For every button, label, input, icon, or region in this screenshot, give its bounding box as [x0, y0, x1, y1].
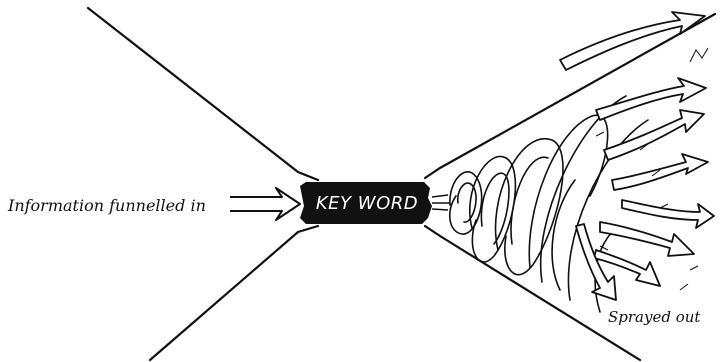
- input-label: Information funnelled in: [8, 196, 206, 215]
- exit-stream: [432, 195, 450, 210]
- spray-arrow-icon: [612, 154, 708, 190]
- spray-arrows: [560, 12, 714, 300]
- left-funnel-top-wall: [88, 8, 318, 180]
- spray-arrow-icon: [604, 110, 704, 160]
- output-label: Sprayed out: [608, 308, 700, 326]
- swirl-icon: [450, 96, 648, 312]
- left-funnel-bottom-wall: [150, 226, 318, 360]
- keyword-label: KEY WORD: [305, 188, 429, 218]
- spray-arrow-icon: [600, 222, 694, 256]
- left-funnel: [88, 8, 318, 360]
- input-arrow-icon: [230, 188, 300, 220]
